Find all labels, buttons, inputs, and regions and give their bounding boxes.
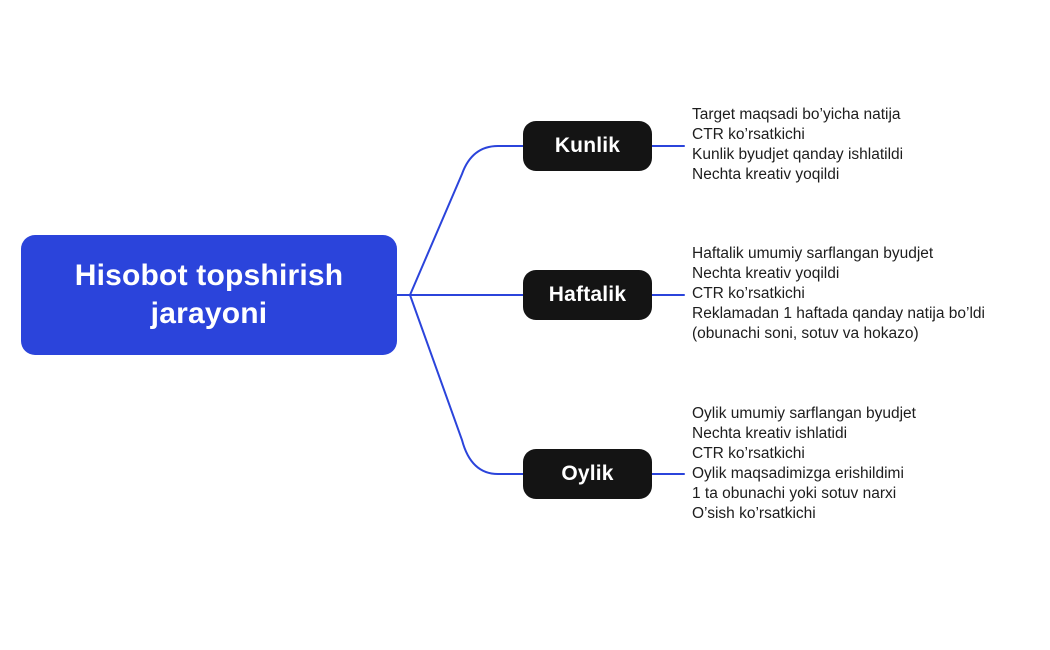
branch-text-line: Haftalik umumiy sarflangan byudjet <box>692 245 934 262</box>
root-title-line1: Hisobot topshirish <box>74 259 344 292</box>
node-kunlik-label: Kunlik <box>554 134 621 157</box>
branch-text-line: (obunachi soni, sotuv va hokazo) <box>692 325 919 342</box>
root-node[interactable]: Hisobot topshirish jarayoni <box>21 235 397 355</box>
node-kunlik[interactable]: Kunlik <box>523 121 652 171</box>
branch-text-line: Target maqsadi bo’yicha natija <box>692 106 901 123</box>
root-title-line2: jarayoni <box>150 297 268 330</box>
branch-text-line: CTR ko’rsatkichi <box>692 445 805 462</box>
branch-text-line: O’sish ko’rsatkichi <box>692 505 816 522</box>
node-haftalik-label: Haftalik <box>548 283 627 306</box>
node-oylik[interactable]: Oylik <box>523 449 652 499</box>
branch-text-line: CTR ko’rsatkichi <box>692 126 805 143</box>
node-haftalik[interactable]: Haftalik <box>523 270 652 320</box>
branch-text-line: Kunlik byudjet qanday ishlatildi <box>692 146 904 163</box>
branch-text-line: Oylik umumiy sarflangan byudjet <box>692 405 916 422</box>
branch-text-line: CTR ko’rsatkichi <box>692 285 805 302</box>
branch-text-line: Nechta kreativ ishlatidi <box>692 425 848 442</box>
branch-text-line: Nechta kreativ yoqildi <box>692 265 840 282</box>
connector-root-oylik <box>409 294 524 475</box>
node-oylik-label: Oylik <box>561 462 614 485</box>
branch-text-line: Nechta kreativ yoqildi <box>692 166 840 183</box>
branch-text-line: Oylik maqsadimizga erishildimi <box>692 465 904 482</box>
connector-root-kunlik <box>409 145 524 296</box>
branch-text-line: 1 ta obunachi yoki sotuv narxi <box>692 485 897 502</box>
branch-text-line: Reklamadan 1 haftada qanday natija bo’ld… <box>692 305 985 322</box>
